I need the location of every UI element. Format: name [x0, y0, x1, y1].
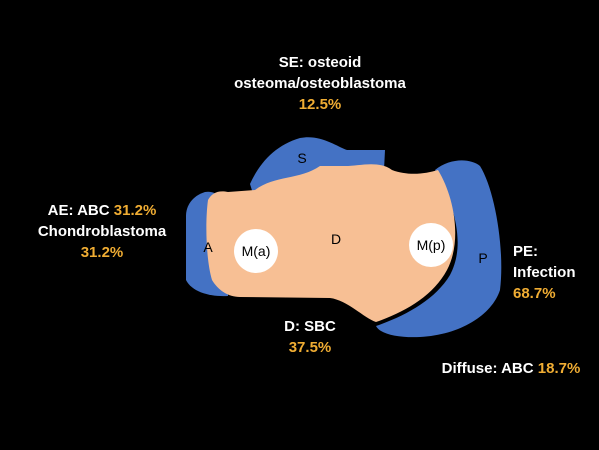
se-line2: osteoma/osteoblastoma — [234, 75, 406, 92]
ae-line1: AE: ABC — [47, 202, 110, 219]
marker-anterior-circle — [234, 229, 278, 273]
marker-posterior-circle — [409, 223, 453, 267]
pe-percent: 68.7% — [513, 285, 556, 302]
diffuse-percent: 18.7% — [537, 360, 581, 377]
d-line1: D: SBC — [284, 318, 336, 335]
se-percent: 12.5% — [298, 96, 342, 113]
posterior-region — [376, 160, 502, 338]
marker-anterior-label: M(a) — [242, 243, 271, 259]
diffuse-text: Diffuse: ABC — [441, 360, 534, 377]
region-s-label: S — [297, 150, 306, 166]
ae-line2: Chondroblastoma — [37, 223, 167, 240]
ae-percent1: 31.2% — [113, 202, 157, 219]
diaphysis-label: D: SBC 37.5% — [260, 316, 360, 358]
d-percent: 37.5% — [288, 339, 332, 356]
region-a-label: A — [203, 239, 213, 255]
ae-line1-row: AE: ABC 31.2% — [14, 200, 190, 221]
superior-endplate-label: SE: osteoid osteoma/osteoblastoma 12.5% — [200, 52, 440, 115]
pe-line2: Infection — [513, 264, 576, 281]
marker-posterior-label: M(p) — [417, 237, 446, 253]
ae-percent2: 31.2% — [80, 244, 124, 261]
anterior-endplate-label: AE: ABC 31.2% Chondroblastoma 31.2% — [14, 200, 190, 263]
bone-body — [206, 164, 456, 322]
posterior-endplate-label: PE: Infection 68.7% — [513, 241, 593, 304]
region-d-label: D — [331, 231, 341, 247]
se-line1: SE: osteoid — [278, 54, 362, 71]
pe-line1: PE: — [513, 243, 539, 260]
diffuse-label: Diffuse: ABC 18.7% — [436, 358, 586, 379]
region-p-label: P — [478, 250, 487, 266]
